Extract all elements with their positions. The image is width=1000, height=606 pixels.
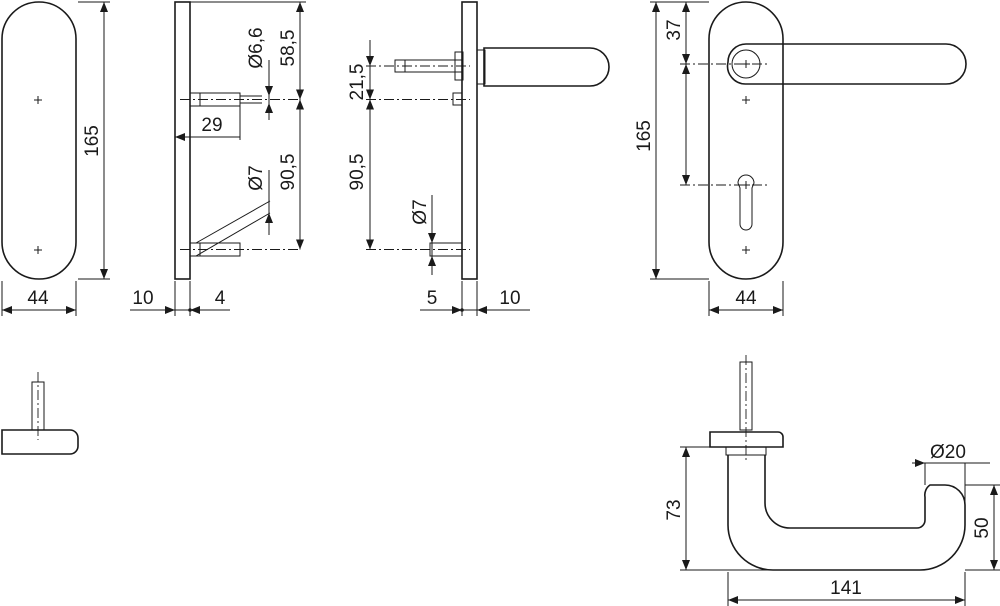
diagonal-screw-line-1 xyxy=(195,200,271,244)
side-plate-outline-2 xyxy=(461,1,478,280)
plate-outline xyxy=(1,1,77,280)
side-view-plate: 29 Ø6,6 Ø7 58,5 90,5 10 4 xyxy=(130,1,306,316)
dim-pin-offset-mid: 5 xyxy=(427,288,438,309)
keyhole-cylinder xyxy=(737,174,755,231)
dim-handle-length: 141 xyxy=(830,578,862,599)
screw-mark-top xyxy=(34,96,42,104)
dim-plate-width-left: 44 xyxy=(27,288,49,309)
dim-pin-diameter-mid: Ø7 xyxy=(410,199,431,224)
dim-plate-width-right: 44 xyxy=(735,288,757,309)
dim-screw-spacing-top: 29 xyxy=(201,115,222,136)
dim-plate-height-right: 165 xyxy=(634,120,655,152)
diagonal-screw-line-2 xyxy=(195,212,271,257)
dim-rose-thickness-left: 10 xyxy=(132,288,153,309)
dim-height-lower: 90,5 xyxy=(278,154,299,191)
handle-u-outline xyxy=(727,455,966,571)
screw-mark-right-top xyxy=(742,96,750,104)
dim-handle-height: 73 xyxy=(664,499,685,520)
dim-rose-thickness-mid: 10 xyxy=(499,288,520,309)
front-handle-view: 37 165 44 xyxy=(634,1,967,316)
right-plate-outline xyxy=(708,1,784,280)
rose-base-outline xyxy=(1,429,79,455)
dim-handle-offset-top: 37 xyxy=(664,19,685,40)
handle-side-outline xyxy=(483,47,610,87)
dim-pin-offset-left: 4 xyxy=(215,288,226,309)
screw-mark-right-bottom xyxy=(742,246,750,254)
handle-rose-top xyxy=(709,431,784,448)
dim-handle-projection: 50 xyxy=(972,517,993,538)
dim-spindle-offset: 21,5 xyxy=(347,64,368,101)
dim-plate-height-left: 165 xyxy=(82,125,103,157)
handle-neck-top xyxy=(725,446,767,456)
rose-bottom-view xyxy=(1,372,79,455)
handle-collar xyxy=(476,49,486,85)
side-view-handle: 21,5 90,5 Ø7 5 10 xyxy=(347,1,610,316)
screw-mark-bottom xyxy=(34,246,42,254)
dim-screw-diameter: Ø6,6 xyxy=(246,27,267,68)
handle-lever-outline xyxy=(726,43,967,85)
side-plate-outline xyxy=(174,1,191,280)
dim-handle-diameter: Ø20 xyxy=(930,442,966,463)
dim-height-lower-mid: 90,5 xyxy=(347,154,368,191)
upper-screw-pin xyxy=(189,92,241,107)
handle-top-view: Ø20 73 50 141 xyxy=(664,355,1000,606)
front-plate-view: 165 44 xyxy=(1,1,110,316)
upper-pin-mid xyxy=(452,92,463,106)
dim-pin-diameter-left: Ø7 xyxy=(246,165,267,190)
dim-height-upper: 58,5 xyxy=(278,30,299,67)
